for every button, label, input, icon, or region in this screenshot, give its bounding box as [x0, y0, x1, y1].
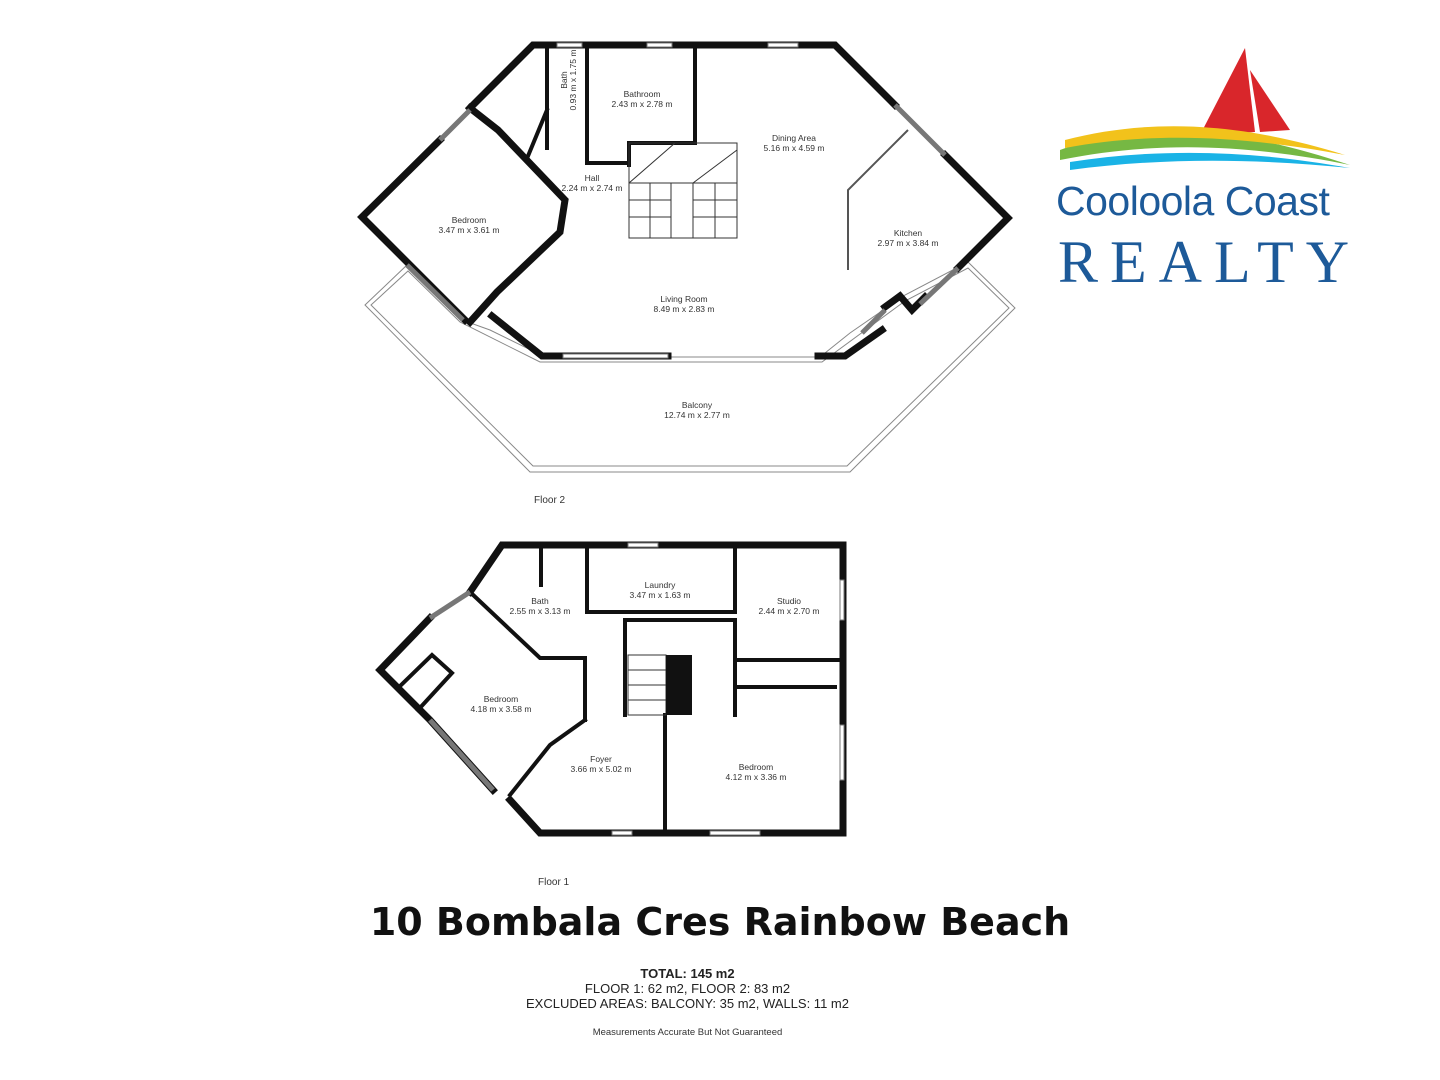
room-name: Bathroom	[624, 89, 661, 99]
total-area: TOTAL: 145 m2	[640, 966, 735, 981]
room-name: Living Room	[660, 294, 707, 304]
floor-2-wall-bottom-left	[487, 311, 672, 360]
window	[428, 718, 495, 792]
floor-2-bedroom-inner	[465, 103, 569, 327]
window	[562, 353, 669, 359]
room-dimensions: 5.16 m x 4.59 m	[764, 143, 825, 153]
floor-2-outer-wall	[465, 41, 900, 113]
room-dimensions: 2.97 m x 3.84 m	[878, 238, 939, 248]
window	[860, 308, 887, 335]
room-dimensions: 2.43 m x 2.78 m	[612, 99, 673, 109]
room-name: Bedroom	[484, 694, 519, 704]
logo-text-line2: REALTY	[1058, 229, 1362, 295]
logo-text-line1: Cooloola Coast	[1056, 178, 1330, 224]
floor-1-plan: Bath 2.55 m x 3.13 m Laundry 3.47 m x 1.…	[375, 541, 847, 888]
excluded-areas: EXCLUDED AREAS: BALCONY: 35 m2, WALLS: 1…	[526, 996, 849, 1011]
bedroom-foyer-wall	[507, 717, 588, 798]
floor-1-label: Floor 1	[538, 877, 570, 888]
room-name: Balcony	[682, 400, 713, 410]
window	[428, 589, 472, 621]
room-name: Bedroom	[739, 762, 774, 772]
room-dimensions: 2.24 m x 2.74 m	[562, 183, 623, 193]
floor-areas: FLOOR 1: 62 m2, FLOOR 2: 83 m2	[584, 981, 791, 996]
room-name: Studio	[777, 596, 801, 606]
room-dimensions: 3.66 m x 5.02 m	[571, 764, 632, 774]
kitchen-notch-wall	[880, 291, 930, 316]
window	[556, 42, 583, 48]
room-name: Bedroom	[452, 215, 487, 225]
stair-well	[666, 655, 692, 715]
window	[405, 263, 465, 322]
floor-plan-drawing: Bath 0.93 m x 1.75 m Bathroom 2.43 m x 2…	[357, 41, 1016, 888]
window	[611, 830, 633, 836]
window	[893, 103, 947, 157]
room-name: Laundry	[645, 580, 676, 590]
disclaimer: Measurements Accurate But Not Guaranteed	[592, 1027, 783, 1038]
hall-wall-left	[525, 107, 550, 159]
room-dimensions: 4.12 m x 3.36 m	[726, 772, 787, 782]
window	[839, 579, 845, 621]
floor-1-outer-wall	[465, 541, 847, 837]
floor-2-label: Floor 2	[534, 495, 566, 506]
window	[839, 724, 845, 781]
floor-2-wall-right	[940, 150, 1013, 273]
closet-wall	[395, 652, 455, 713]
staircase	[628, 142, 738, 239]
room-dimensions: 3.47 m x 3.61 m	[439, 225, 500, 235]
sailboat-logo-icon	[1060, 48, 1350, 170]
window	[918, 266, 960, 306]
room-name: Foyer	[590, 754, 612, 764]
room-dimensions: 4.18 m x 3.58 m	[471, 704, 532, 714]
room-name: Bath	[559, 71, 569, 89]
room-dimensions: 0.93 m x 1.75 m	[568, 50, 578, 111]
room-name: Dining Area	[772, 133, 816, 143]
window	[646, 42, 673, 48]
window	[627, 542, 659, 548]
room-dimensions: 2.55 m x 3.13 m	[510, 606, 571, 616]
floor-2-plan: Bath 0.93 m x 1.75 m Bathroom 2.43 m x 2…	[357, 41, 1016, 506]
kitchen-counter	[847, 129, 909, 270]
room-name: Kitchen	[894, 228, 923, 238]
bath-bedroom-wall	[467, 589, 587, 660]
area-summary: TOTAL: 145 m2 FLOOR 1: 62 m2, FLOOR 2: 8…	[0, 966, 1375, 1011]
property-address: 10 Bombala Cres Rainbow Beach	[369, 900, 1071, 944]
window	[438, 108, 472, 142]
room-dimensions: 12.74 m x 2.77 m	[664, 410, 730, 420]
room-name: Bath	[531, 596, 549, 606]
window	[709, 830, 761, 836]
window	[767, 42, 799, 48]
stair-well	[670, 182, 694, 239]
room-dimensions: 8.49 m x 2.83 m	[654, 304, 715, 314]
room-dimensions: 3.47 m x 1.63 m	[630, 590, 691, 600]
room-name: Hall	[585, 173, 600, 183]
room-dimensions: 2.44 m x 2.70 m	[759, 606, 820, 616]
floor-2-wall-bottom	[814, 325, 887, 360]
